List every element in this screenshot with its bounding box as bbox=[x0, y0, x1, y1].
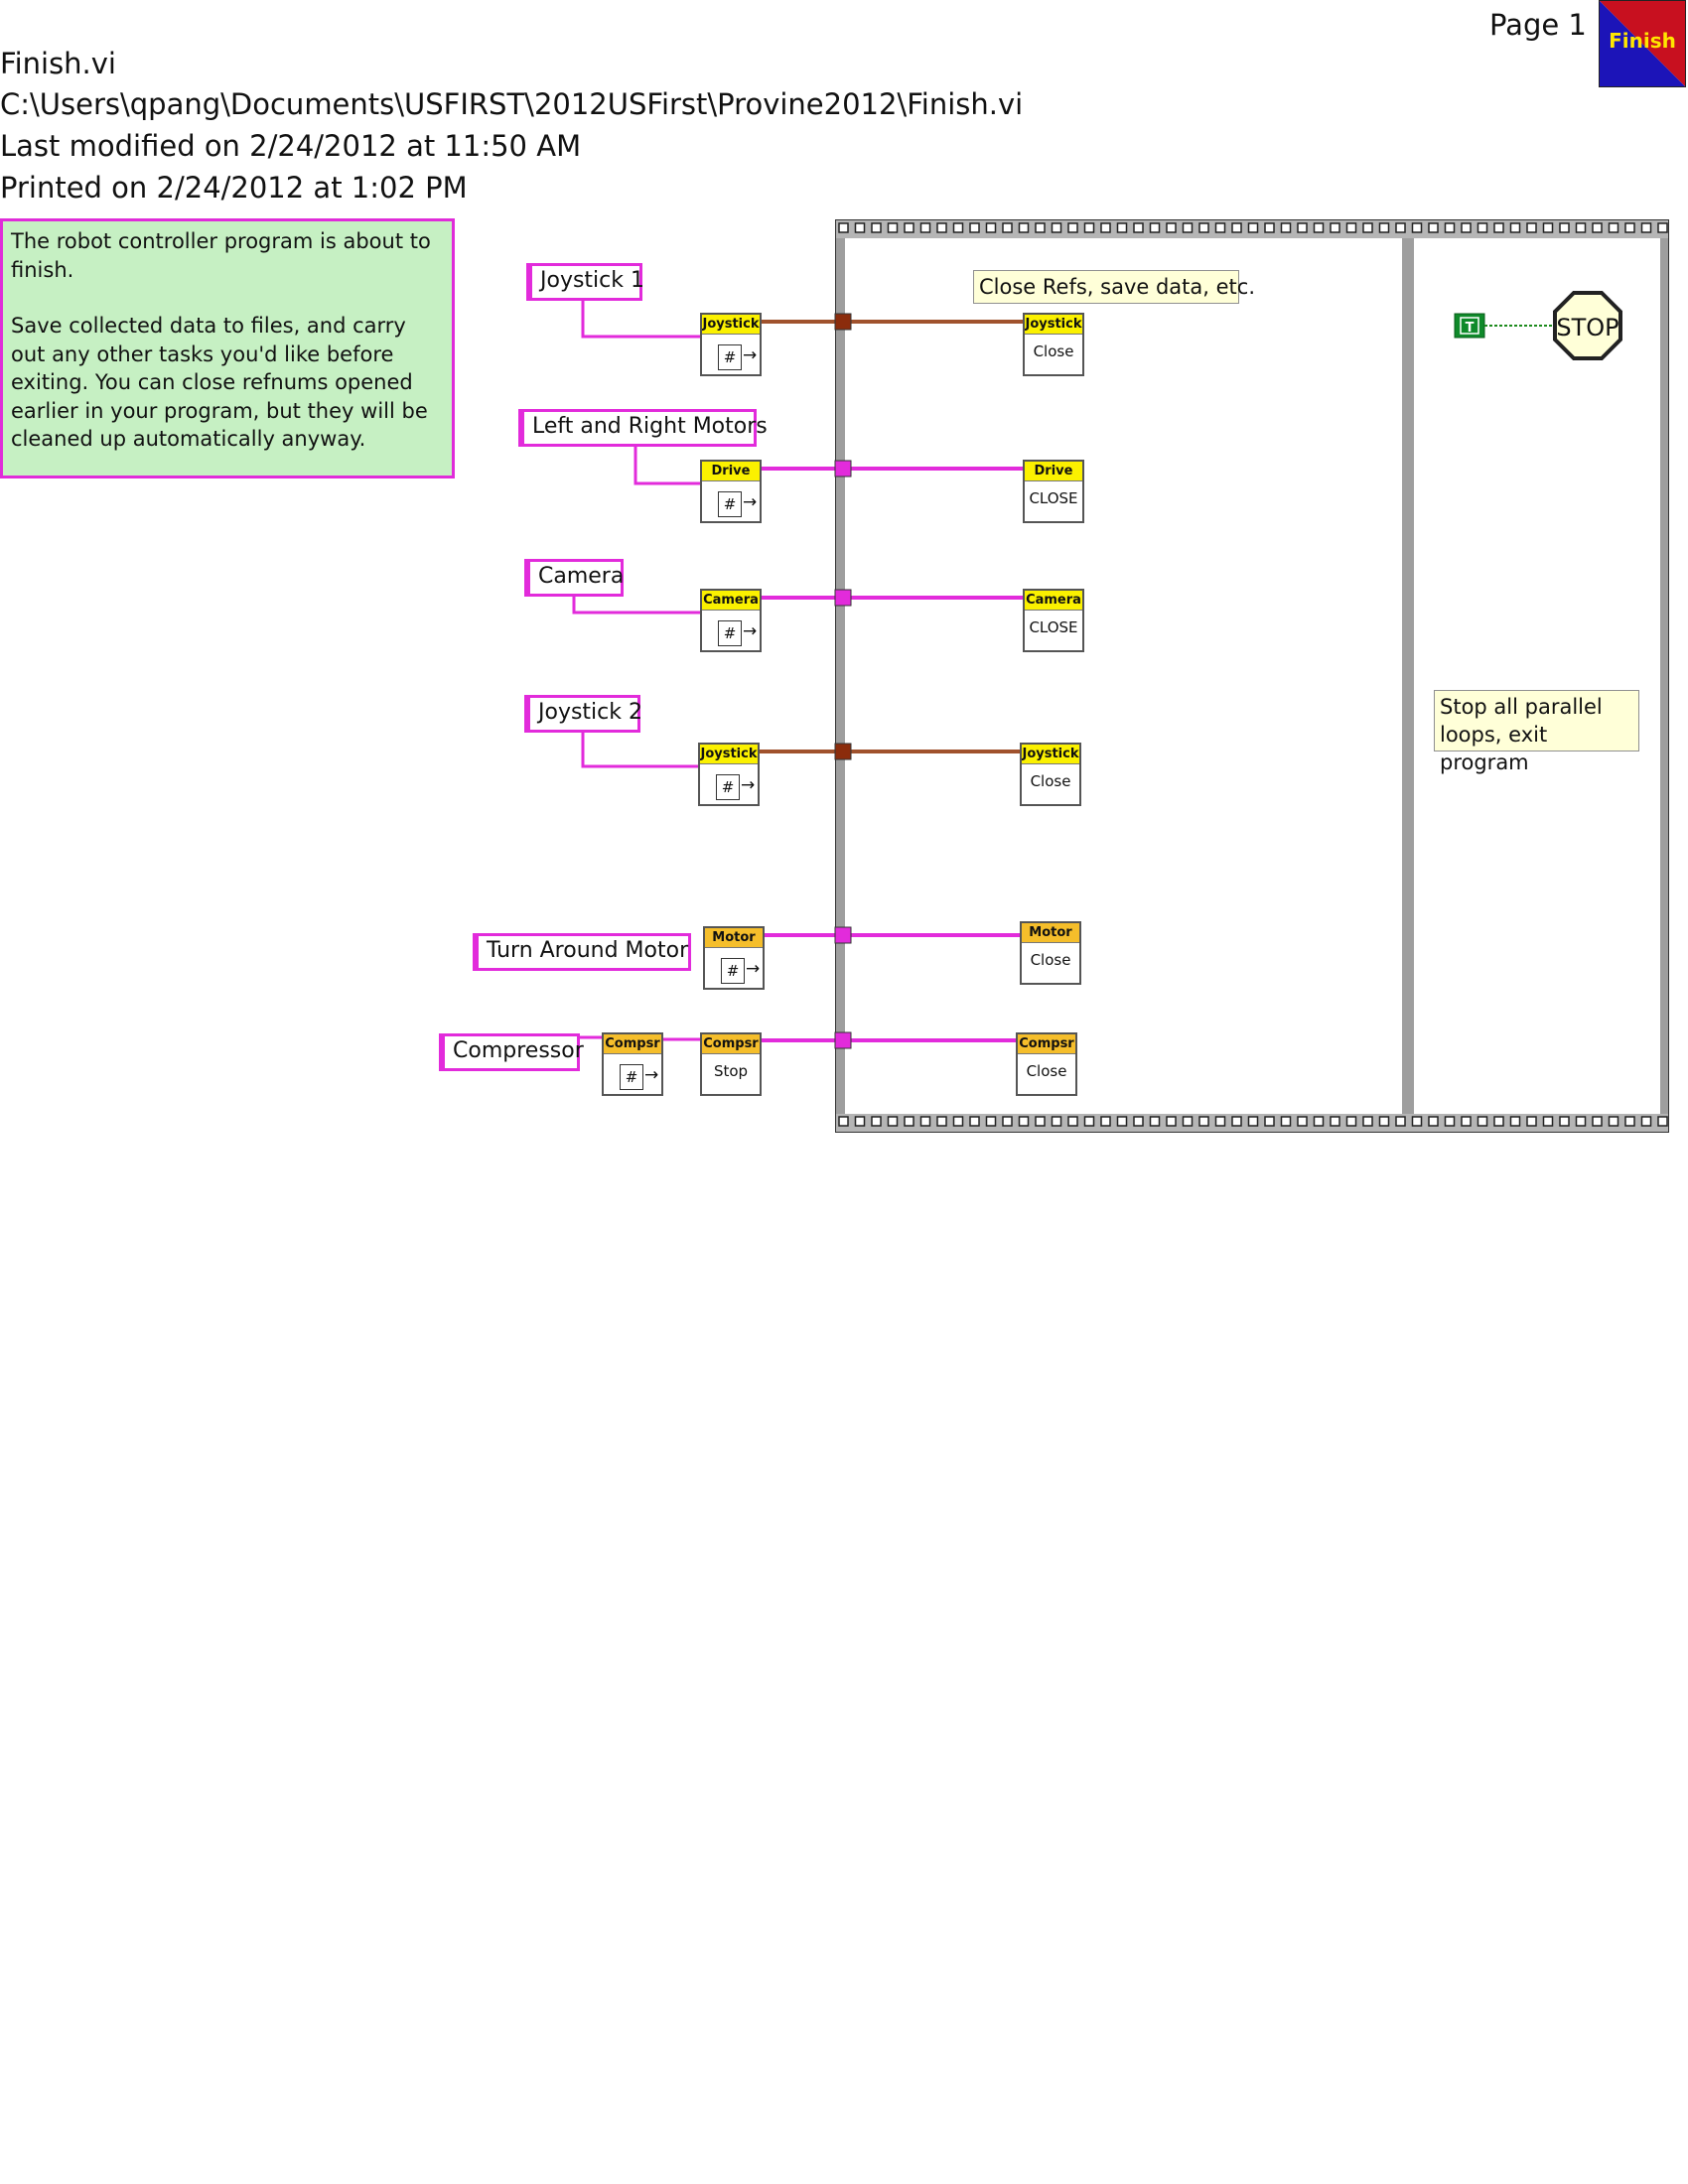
drive-get-vi: Drive# bbox=[700, 460, 762, 523]
frame-divider bbox=[1402, 238, 1414, 1114]
refnum-get-icon: # bbox=[718, 619, 757, 646]
camera-get-vi: Camera# bbox=[700, 589, 762, 652]
joystick2-get-vi: Joystick# bbox=[698, 743, 760, 806]
motors-label: Left and Right Motors bbox=[518, 409, 768, 447]
joystick2-label: Joystick 2 bbox=[524, 695, 642, 733]
block-diagram: T STOP bbox=[572, 219, 1669, 1133]
comment-box: The robot controller program is about to… bbox=[0, 218, 455, 478]
refnum-get-icon: # bbox=[620, 1063, 658, 1090]
file-path: C:\Users\qpang\Documents\USFIRST\2012USF… bbox=[0, 87, 1024, 121]
close-refs-note: Close Refs, save data, etc. bbox=[973, 270, 1255, 304]
joystick1-label: Joystick 1 bbox=[526, 263, 644, 301]
file-name: Finish.vi bbox=[0, 47, 116, 80]
refnum-get-icon: # bbox=[721, 957, 760, 984]
last-modified: Last modified on 2/24/2012 at 11:50 AM bbox=[0, 129, 582, 163]
sequence-frame bbox=[835, 219, 1669, 1133]
finish-icon-text: Finish bbox=[1609, 29, 1676, 53]
camera-label: Camera bbox=[524, 559, 624, 597]
joystick1-get-vi: Joystick# bbox=[700, 313, 762, 376]
page-number: Page 1 bbox=[1489, 8, 1587, 42]
refnum-get-icon: # bbox=[718, 490, 757, 517]
comment-line-2: Save collected data to files, and carry … bbox=[11, 314, 428, 451]
frame-left-edge bbox=[836, 238, 845, 1114]
refnum-get-icon: # bbox=[716, 773, 755, 800]
true-constant-label: T bbox=[1466, 321, 1475, 336]
compressor-get-vi: Compsr# bbox=[602, 1032, 663, 1096]
stop-label: STOP bbox=[1556, 314, 1618, 341]
printed-date: Printed on 2/24/2012 at 1:02 PM bbox=[0, 171, 468, 205]
refnum-get-icon: # bbox=[718, 343, 757, 370]
comment-line-1: The robot controller program is about to… bbox=[11, 229, 431, 282]
frame-right-edge bbox=[1660, 238, 1668, 1114]
compressor-label: Compressor bbox=[439, 1033, 584, 1071]
stop-loops-note: Stop all parallel loops, exit program bbox=[1434, 690, 1639, 774]
turn-motor-label: Turn Around Motor bbox=[473, 933, 691, 971]
motor-get-vi: Motor# bbox=[703, 926, 765, 990]
stop-sign-icon bbox=[1553, 291, 1622, 360]
finish-vi-icon: Finish bbox=[1599, 0, 1686, 87]
